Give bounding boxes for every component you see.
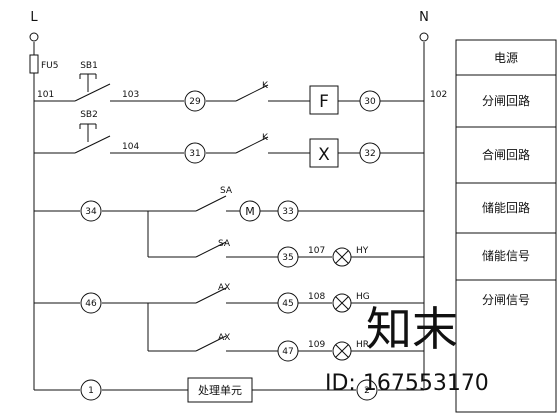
- processing-unit: [187, 377, 253, 403]
- lamp-hg-label: HG: [356, 292, 370, 302]
- legend-item-charge-signal: 储能信号: [482, 248, 530, 263]
- label-n: N: [419, 10, 429, 25]
- terminal-34: [80, 200, 102, 222]
- terminal-34-label: 34: [85, 207, 97, 217]
- label-l: L: [30, 10, 38, 25]
- terminal-30: [359, 90, 381, 112]
- lamp-hy: [332, 247, 352, 267]
- legend-item-power: 电源: [494, 51, 518, 65]
- terminal-30-label: 30: [364, 97, 376, 107]
- coil-f: [309, 85, 339, 115]
- sa1-contact: [195, 195, 227, 212]
- terminal-1: [80, 379, 102, 401]
- ax2-contact: [195, 335, 227, 352]
- terminal-29: [184, 90, 206, 112]
- lamp-hr: [332, 341, 352, 361]
- wire-107: 107: [308, 246, 325, 256]
- k1-contact: [235, 84, 269, 102]
- coil-x-label: X: [318, 145, 330, 165]
- legend-item-trip-circuit: 分闸回路: [482, 93, 530, 108]
- terminal-2-label: 2: [364, 386, 370, 396]
- motor-label: M: [245, 205, 255, 218]
- label-sb2: SB2: [80, 110, 98, 120]
- terminal-46-label: 46: [85, 299, 97, 309]
- label-sa1: SA: [220, 186, 233, 196]
- terminal-32-label: 32: [364, 149, 375, 159]
- terminal-31-label: 31: [189, 149, 200, 159]
- right-terminal: [419, 32, 429, 42]
- legend-item-trip-signal: 分闸信号: [482, 293, 530, 307]
- k2-contact: [235, 136, 269, 154]
- lamp-hr-label: HR: [356, 340, 369, 350]
- label-sa2: SA: [218, 239, 231, 249]
- label-k2: K: [262, 133, 269, 143]
- terminal-33: [277, 200, 299, 222]
- wire-104: 104: [122, 142, 139, 152]
- lamp-hy-label: HY: [356, 246, 369, 256]
- legend-table: [455, 39, 557, 413]
- terminal-46: [80, 292, 102, 314]
- legend-item-charge-circuit: 储能回路: [482, 200, 530, 215]
- wire-109: 109: [308, 340, 325, 350]
- label-ax2: AX: [218, 333, 230, 343]
- wire-102: 102: [430, 90, 447, 100]
- label-fu5: FU5: [41, 61, 59, 71]
- terminal-33-label: 33: [282, 207, 293, 217]
- terminal-47: [277, 340, 299, 362]
- label-sb1: SB1: [80, 61, 98, 71]
- watermark-brand: 知末: [366, 302, 458, 356]
- wire-108: 108: [308, 292, 325, 302]
- terminal-2: [356, 379, 378, 401]
- legend-item-close-circuit: 合闸回路: [482, 147, 530, 162]
- sb1-contact: [74, 83, 111, 102]
- terminal-31: [184, 142, 206, 164]
- label-k1: K: [262, 81, 269, 91]
- lamp-hg: [332, 293, 352, 313]
- terminal-32: [359, 142, 381, 164]
- watermark-id: ID: 167553170: [325, 371, 489, 396]
- coil-f-label: F: [319, 92, 329, 112]
- sb2-button: [79, 123, 97, 142]
- processing-unit-label: 处理单元: [198, 384, 242, 397]
- wire-101: 101: [37, 90, 54, 100]
- ax1-contact: [195, 287, 227, 304]
- left-terminal: [29, 32, 39, 42]
- terminal-45-label: 45: [282, 299, 293, 309]
- terminal-35: [277, 246, 299, 268]
- terminal-45: [277, 292, 299, 314]
- terminal-29-label: 29: [189, 97, 201, 107]
- wire-103: 103: [122, 90, 139, 100]
- terminal-1-label: 1: [88, 386, 94, 396]
- sb1-button: [79, 73, 97, 92]
- terminal-47-label: 47: [282, 347, 293, 357]
- fuse: [29, 54, 39, 74]
- sa2-contact: [195, 241, 227, 258]
- terminal-35-label: 35: [282, 253, 293, 263]
- label-ax1: AX: [218, 283, 230, 293]
- sb2-contact: [74, 135, 111, 154]
